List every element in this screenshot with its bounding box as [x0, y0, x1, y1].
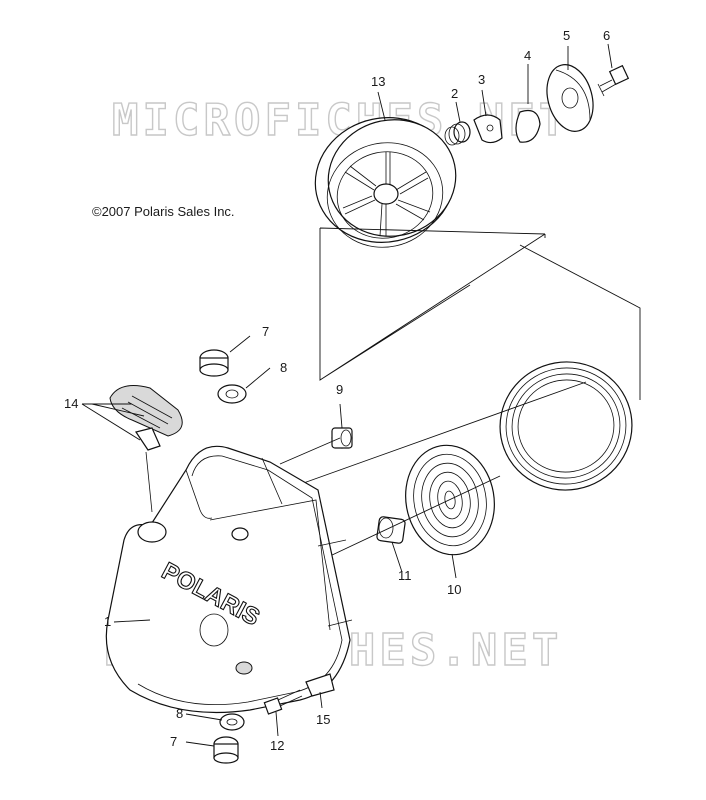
callout-15: 15 [316, 712, 330, 727]
callout-12: 12 [270, 738, 284, 753]
clip-part [515, 109, 541, 143]
bushing-top-part [331, 427, 353, 449]
callout-4: 4 [524, 48, 531, 63]
callout-5: 5 [563, 28, 570, 43]
copyright-text: ©2007 Polaris Sales Inc. [92, 204, 235, 219]
washer-top-part [217, 384, 247, 404]
callout-7-top: 7 [262, 324, 269, 339]
callout-7-bottom: 7 [170, 734, 177, 749]
coil-ring-part [499, 361, 633, 491]
bushing-bottom-part [376, 516, 406, 544]
callout-8-bottom: 8 [176, 706, 183, 721]
callout-3: 3 [478, 72, 485, 87]
washer-bottom-part [219, 713, 245, 731]
plug-top-part [199, 349, 229, 377]
bolt-part [597, 64, 630, 97]
callout-1: 1 [104, 614, 111, 629]
starter-housing-part: POLARIS [105, 445, 353, 714]
callout-9: 9 [336, 382, 343, 397]
callout-14: 14 [64, 396, 78, 411]
starter-handle-part [109, 385, 183, 513]
housing-bolt-part [263, 689, 303, 715]
spring-part [444, 121, 471, 146]
callout-10: 10 [447, 582, 461, 597]
callout-11: 11 [398, 568, 412, 583]
callout-13: 13 [371, 74, 385, 89]
callout-2: 2 [451, 86, 458, 101]
callout-8-top: 8 [280, 360, 287, 375]
pawl-part [473, 114, 503, 144]
plug-bottom-part [213, 736, 239, 764]
recoil-pulley-part [314, 117, 457, 248]
callout-6: 6 [603, 28, 610, 43]
cam-plate-part [546, 64, 594, 132]
mount-plate-part [305, 673, 335, 697]
